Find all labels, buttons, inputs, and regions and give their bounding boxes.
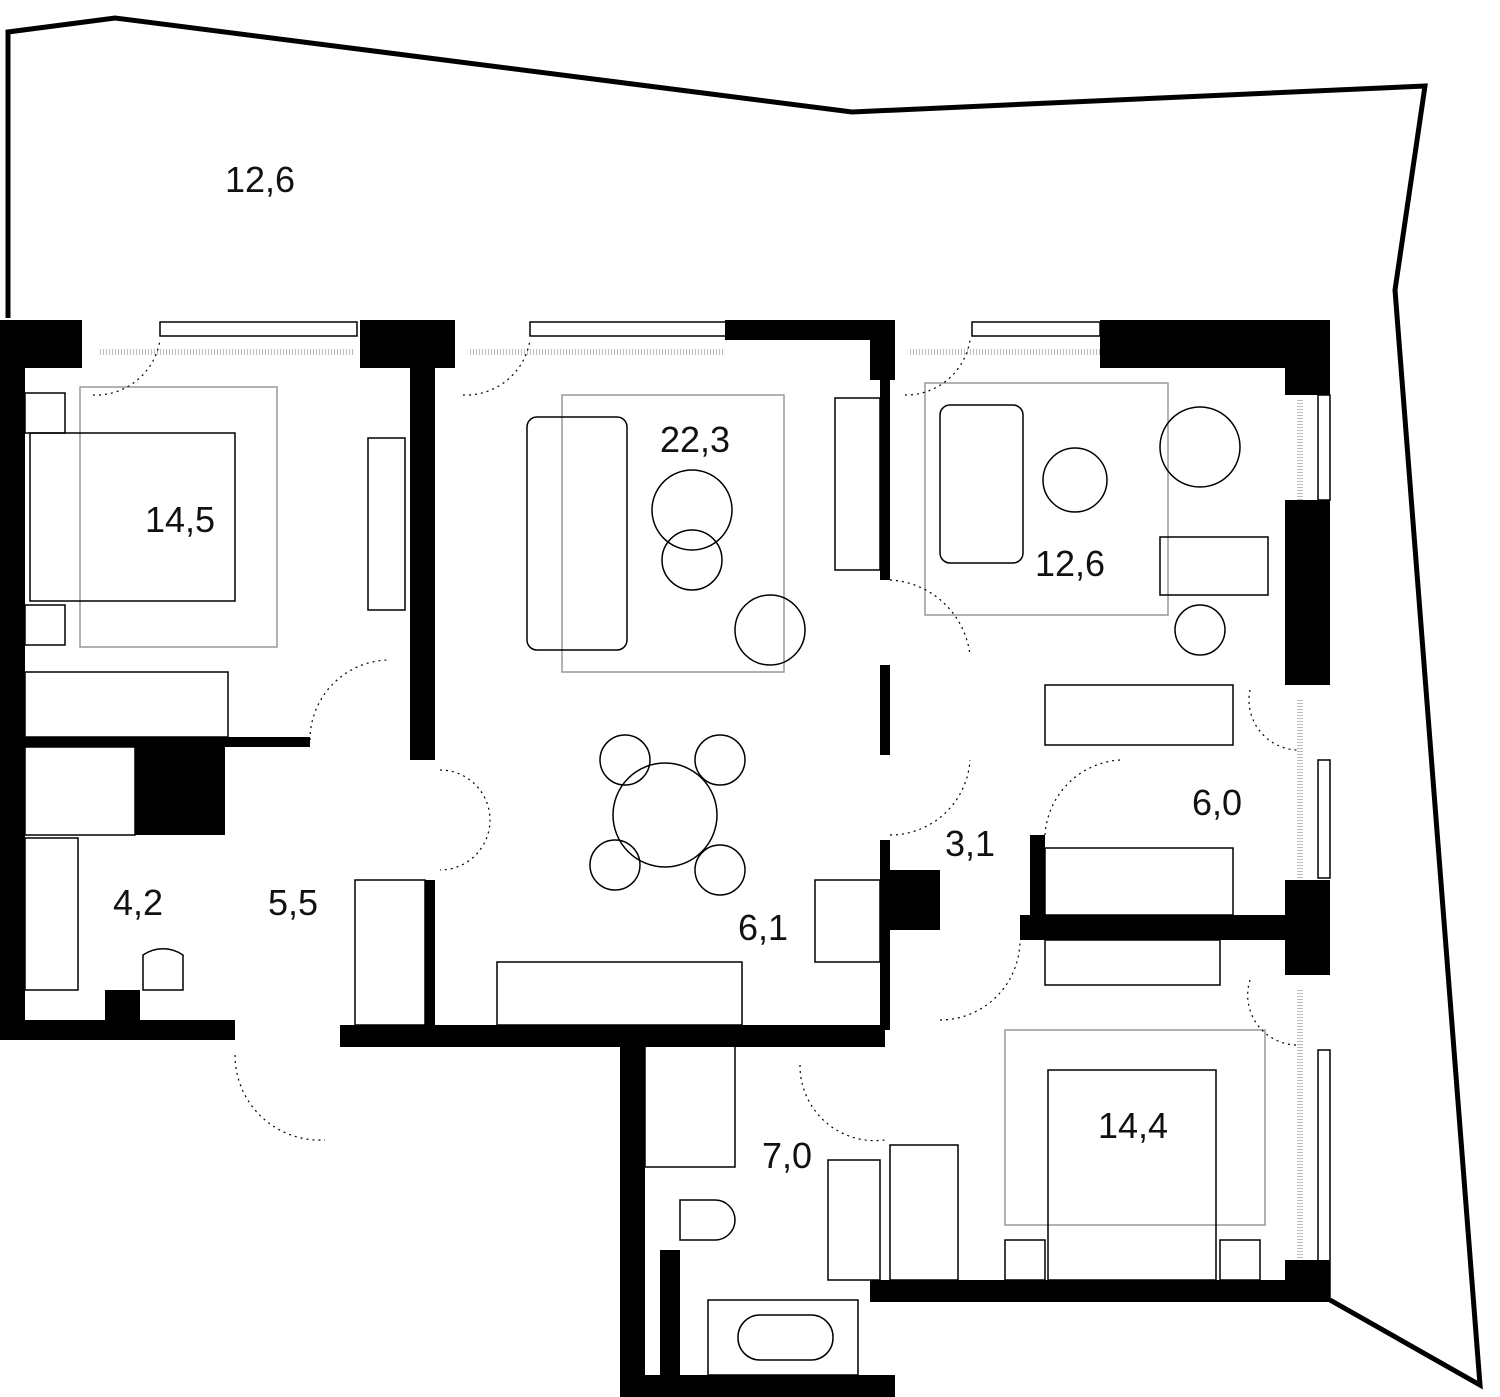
room-area-wardrobe: 6,0 bbox=[1192, 782, 1242, 823]
doors bbox=[92, 339, 1301, 1142]
bed-icon bbox=[29, 432, 236, 602]
walls bbox=[0, 320, 1330, 1397]
windows bbox=[100, 321, 1331, 1301]
room-area-bathroom-1: 4,2 bbox=[113, 882, 163, 923]
room-area-kitchen: 6,1 bbox=[738, 907, 788, 948]
room-area-hall: 5,5 bbox=[268, 882, 318, 923]
room-area-bathroom-2: 7,0 bbox=[762, 1135, 812, 1176]
room-area-bedroom-1: 14,5 bbox=[145, 499, 215, 540]
furniture bbox=[24, 382, 1269, 1376]
room-area-terrace: 12,6 bbox=[225, 159, 295, 200]
bed-icon bbox=[1047, 1069, 1217, 1281]
sofa-icon bbox=[526, 416, 628, 651]
room-area-corridor: 3,1 bbox=[945, 823, 995, 864]
terrace-outline bbox=[5, 15, 1483, 1390]
room-area-study: 12,6 bbox=[1035, 543, 1105, 584]
room-area-living-room: 22,3 bbox=[660, 419, 730, 460]
room-area-bedroom-2: 14,4 bbox=[1098, 1105, 1168, 1146]
room-labels: 12,6 14,5 22,3 12,6 6,0 3,1 4,2 5,5 6,1 … bbox=[113, 159, 1242, 1176]
dining-table-icon bbox=[612, 762, 718, 868]
